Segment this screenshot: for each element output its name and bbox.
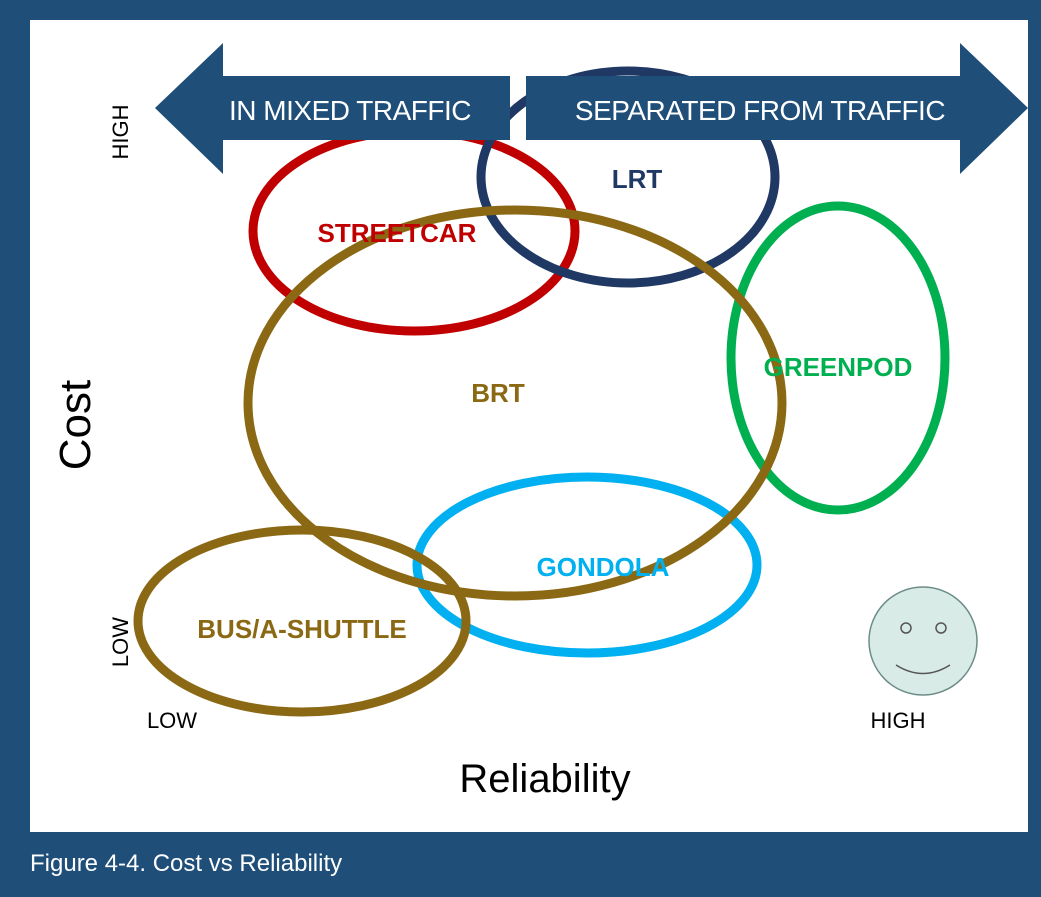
greenpod-ellipse [726,201,950,515]
x-axis-high-label: HIGH [871,708,926,733]
cost-reliability-diagram: HIGH LOW Cost LOW HIGH Reliability IN MI… [51,43,1028,801]
brt-label: BRT [471,378,525,408]
y-axis-title: Cost [51,380,100,470]
x-axis-low-label: LOW [147,708,197,733]
brt-ellipse [243,205,787,601]
bus-a-shuttle-label: BUS/A-SHUTTLE [197,614,406,644]
mixed-traffic-label: IN MIXED TRAFFIC [229,95,471,126]
gondola-ellipse [412,472,762,658]
lrt-ellipse [476,66,780,288]
gondola-label: GONDOLA [537,552,670,582]
separated-traffic-label: SEPARATED FROM TRAFFIC [575,95,945,126]
mixed-traffic-arrow [155,43,510,174]
streetcar-label: STREETCAR [318,218,477,248]
smiley-face-icon [868,586,978,696]
y-axis-low-label: LOW [108,617,133,667]
x-axis-title: Reliability [459,757,630,801]
figure-caption: Figure 4-4. Cost vs Reliability [30,850,343,877]
separated-traffic-arrow [526,43,1028,174]
y-axis-high-label: HIGH [108,105,133,160]
diagram-panel: HIGH LOW Cost LOW HIGH Reliability IN MI… [30,20,1028,832]
bus-a-shuttle-ellipse [133,525,471,717]
greenpod-label: GREENPOD [764,352,913,382]
lrt-label: LRT [612,164,663,194]
